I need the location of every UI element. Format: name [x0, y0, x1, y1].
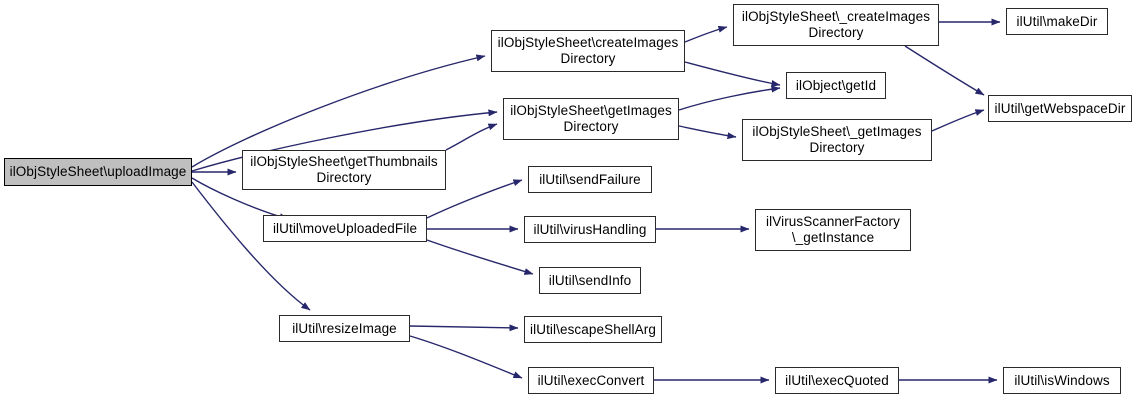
graph-node-getId[interactable]: ilObject\getId	[786, 72, 886, 99]
graph-node-_getImagesDirectory[interactable]: ilObjStyleSheet\_getImages Directory	[742, 119, 932, 161]
edge-_getImagesDirectory-to-getWebspaceDir	[931, 109, 985, 132]
graph-node-label: ilObjStyleSheet\getImages Directory	[510, 103, 672, 134]
graph-node-label: ilUtil\sendInfo	[548, 272, 632, 288]
graph-node-label: ilObjStyleSheet\_createImages Directory	[741, 9, 931, 40]
graph-node-label: ilUtil\getWebspaceDir	[994, 100, 1126, 116]
edge-createImagesDirectory-to-getId	[684, 61, 781, 87]
graph-node-label: ilObjStyleSheet\createImages Directory	[497, 35, 679, 66]
graph-node-label: ilUtil\execQuoted	[785, 372, 889, 388]
graph-node-label: ilUtil\moveUploadedFile	[272, 220, 418, 236]
graph-node-label: ilUtil\execConvert	[537, 372, 645, 388]
edge-_createImagesDirectory-to-getWebspaceDir	[904, 45, 985, 96]
graph-node-_createImagesDirectory[interactable]: ilObjStyleSheet\_createImages Directory	[733, 4, 939, 46]
edge-uploadImage-to-resizeImage	[191, 181, 311, 311]
graph-node-execConvert[interactable]: ilUtil\execConvert	[528, 367, 654, 394]
graph-node-createImagesDirectory[interactable]: ilObjStyleSheet\createImages Directory	[491, 30, 685, 72]
graph-node-virusHandling[interactable]: ilUtil\virusHandling	[524, 216, 656, 243]
edge-moveUploadedFile-to-sendInfo	[426, 239, 534, 275]
graph-node-moveUploadedFile[interactable]: ilUtil\moveUploadedFile	[263, 215, 427, 242]
graph-node-makeDir[interactable]: ilUtil\makeDir	[1006, 8, 1108, 35]
graph-node-label: ilUtil\escapeShellArg	[530, 321, 656, 337]
graph-node-label: ilObjStyleSheet\uploadImage	[9, 164, 187, 179]
edge-resizeImage-to-execConvert	[409, 335, 523, 379]
edge-getImagesDirectory-to-getId	[678, 85, 781, 111]
edge-resizeImage-to-escapeShellArg	[409, 324, 519, 332]
graph-node-resizeImage[interactable]: ilUtil\resizeImage	[279, 315, 410, 342]
graph-node-label: ilUtil\resizeImage	[292, 320, 397, 336]
graph-node-label: ilVirusScannerFactory \_getInstance	[766, 214, 900, 245]
edge-getThumbnailsDirectory-to-getImagesDirectory	[445, 123, 498, 151]
graph-node-label: ilUtil\isWindows	[1014, 372, 1110, 388]
graph-node-uploadImage[interactable]: ilObjStyleSheet\uploadImage	[4, 158, 192, 186]
graph-node-label: ilObject\getId	[795, 77, 877, 93]
graph-node-execQuoted[interactable]: ilUtil\execQuoted	[775, 367, 899, 394]
graph-node-getImagesDirectory[interactable]: ilObjStyleSheet\getImages Directory	[503, 98, 679, 140]
graph-node-label: ilUtil\virusHandling	[533, 221, 647, 237]
graph-node-virusScannerFactory[interactable]: ilVirusScannerFactory \_getInstance	[755, 209, 911, 251]
graph-node-label: ilObjStyleSheet\_getImages Directory	[752, 124, 922, 155]
graph-node-escapeShellArg[interactable]: ilUtil\escapeShellArg	[524, 316, 662, 343]
edge-getImagesDirectory-to-_getImagesDirectory	[678, 125, 737, 140]
graph-node-getThumbnailsDirectory[interactable]: ilObjStyleSheet\getThumbnails Directory	[242, 150, 446, 190]
graph-node-label: ilUtil\makeDir	[1016, 13, 1098, 29]
graph-node-sendInfo[interactable]: ilUtil\sendInfo	[539, 267, 641, 294]
graph-node-isWindows[interactable]: ilUtil\isWindows	[1003, 367, 1121, 394]
graph-node-label: ilUtil\sendFailure	[539, 171, 641, 187]
graph-node-sendFailure[interactable]: ilUtil\sendFailure	[528, 166, 652, 193]
graph-node-getWebspaceDir[interactable]: ilUtil\getWebspaceDir	[988, 95, 1132, 122]
graph-node-label: ilObjStyleSheet\getThumbnails Directory	[250, 154, 438, 185]
edge-createImagesDirectory-to-_createImagesDirectory	[684, 25, 728, 43]
